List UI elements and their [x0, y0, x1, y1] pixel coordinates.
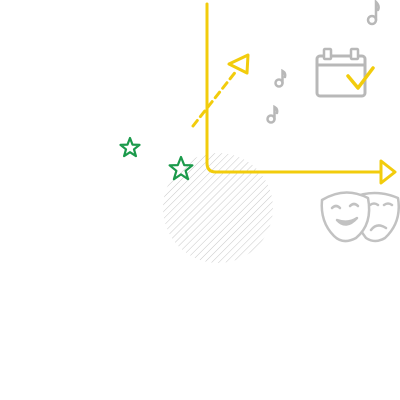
hatched-circle [163, 153, 273, 263]
axes-arrow-icon [205, 2, 397, 185]
theatre-masks-icon [320, 191, 400, 243]
music-note-icon [266, 104, 279, 124]
calendar-icon [315, 47, 375, 98]
star-icon [168, 155, 194, 181]
diagonal-arrow-icon [191, 53, 250, 128]
music-note-icon [366, 0, 380, 26]
star-icon [119, 136, 141, 158]
checkmark-icon [346, 66, 375, 90]
music-note-icon [274, 68, 287, 88]
